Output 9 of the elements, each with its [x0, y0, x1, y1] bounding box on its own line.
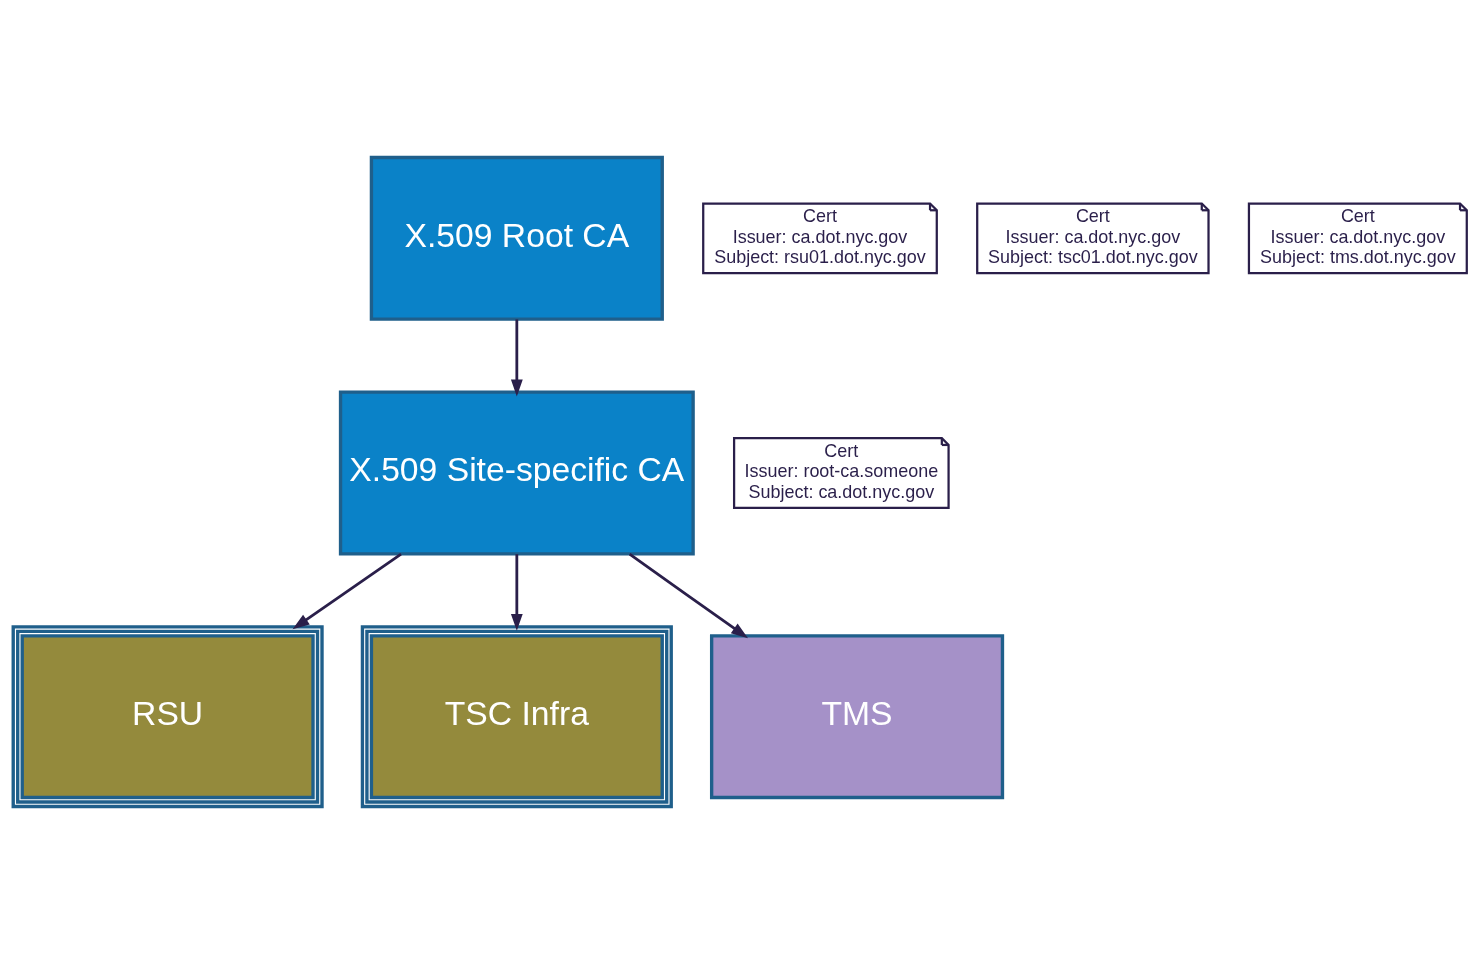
- arrow: [292, 552, 402, 629]
- node-box: X.509 Root CA: [369, 155, 664, 321]
- node-box: X.509 Site-specific CA: [338, 390, 695, 556]
- node-box: TSC Infra: [360, 624, 673, 808]
- node-box: TMS: [709, 633, 1005, 799]
- node-box: RSU: [11, 624, 324, 808]
- arrow: [510, 318, 523, 396]
- arrow: [628, 552, 749, 638]
- arrow: [510, 553, 523, 631]
